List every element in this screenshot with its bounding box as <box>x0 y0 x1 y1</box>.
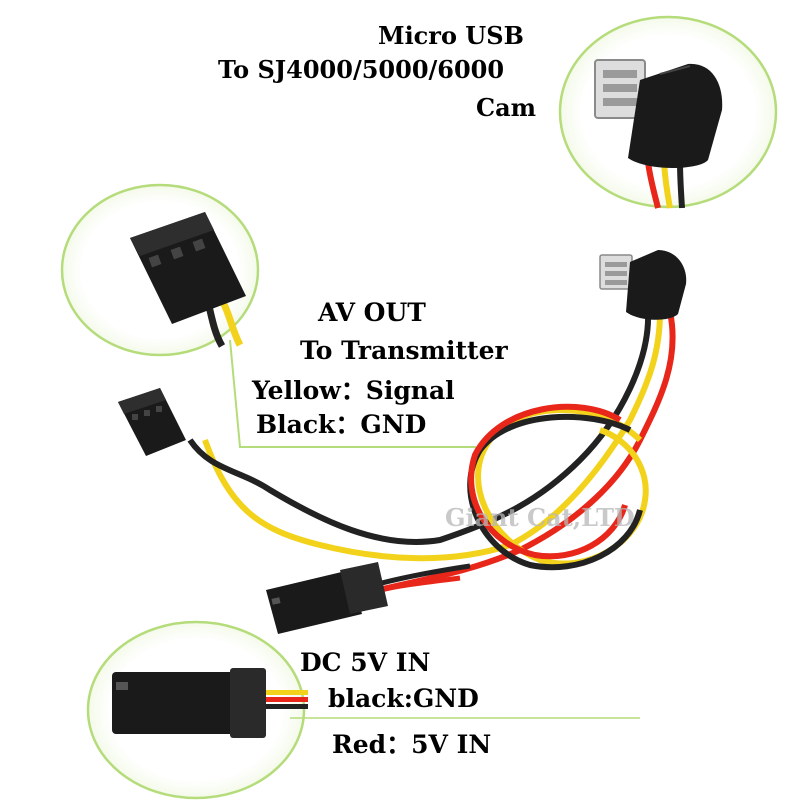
dc-label-red: Red：5V IN <box>332 730 492 759</box>
usb-plug <box>599 250 687 320</box>
usb-label-line3: Cam <box>476 93 537 122</box>
av-label-subtitle: To Transmitter <box>300 336 508 365</box>
av-label-title: AV OUT <box>318 298 426 327</box>
av-plug <box>118 388 186 456</box>
dc-plug <box>266 562 388 634</box>
dc-label-title: DC 5V IN <box>300 648 431 677</box>
av-label-yellow: Yellow：Signal <box>252 376 455 405</box>
usb-label-line2: To SJ4000/5000/6000 <box>218 55 505 84</box>
dc-plug-closeup <box>112 668 308 738</box>
av-label-black: Black：GND <box>256 410 427 439</box>
usb-plug-closeup <box>594 59 723 209</box>
usb-label-line1: Micro USB <box>378 21 524 50</box>
dc-label-black: black:GND <box>328 684 479 713</box>
av-plug-closeup <box>130 212 246 348</box>
cable-assembly <box>187 311 676 595</box>
av-callout-leader <box>229 339 476 448</box>
watermark: Giant Cat,LTD <box>445 503 635 532</box>
